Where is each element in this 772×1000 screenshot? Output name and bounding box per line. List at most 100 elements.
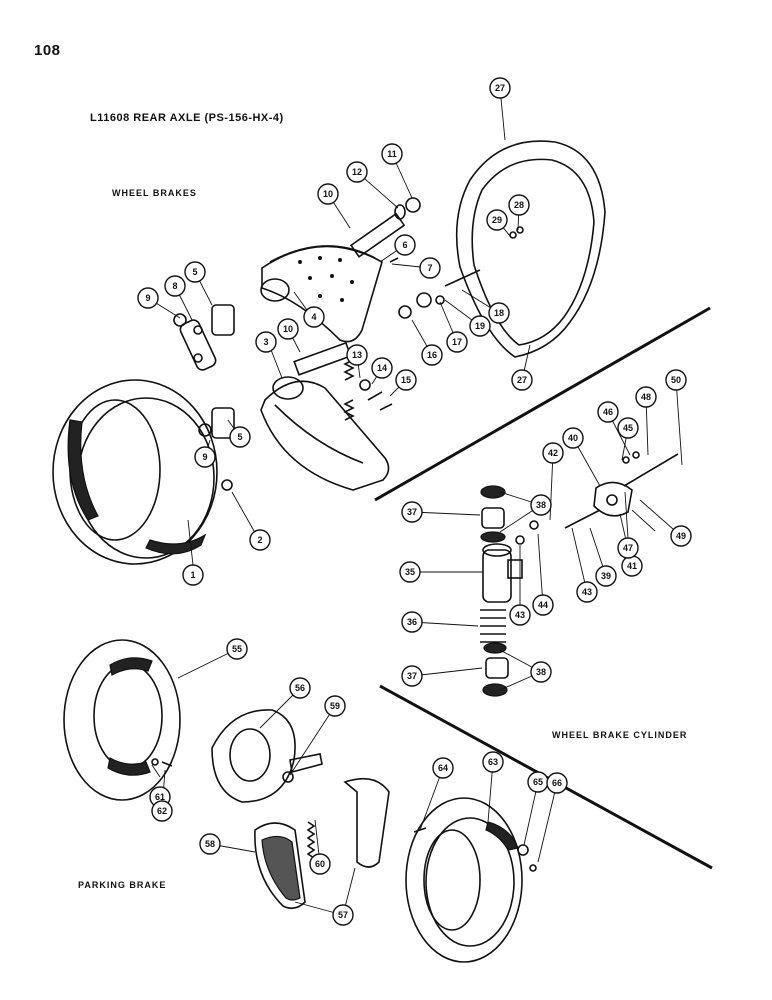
callout-14: 14 bbox=[371, 357, 393, 379]
small-hardware-parts bbox=[151, 197, 640, 872]
camshaft-lower-part bbox=[293, 341, 352, 376]
callout-43b: 43 bbox=[576, 581, 598, 603]
callout-47: 47 bbox=[617, 537, 639, 559]
callout-12: 12 bbox=[346, 161, 368, 183]
callout-29: 29 bbox=[486, 209, 508, 231]
svg-text:28: 28 bbox=[514, 200, 524, 210]
callout-19: 19 bbox=[469, 315, 491, 337]
callout-27b: 27 bbox=[511, 369, 533, 391]
svg-text:17: 17 bbox=[452, 337, 462, 347]
callout-13: 13 bbox=[346, 344, 368, 366]
svg-text:55: 55 bbox=[232, 644, 242, 654]
callout-2: 2 bbox=[249, 529, 271, 551]
anchor-pin-bracket-part bbox=[179, 319, 217, 371]
svg-text:62: 62 bbox=[157, 806, 167, 816]
svg-text:39: 39 bbox=[601, 571, 611, 581]
cylinder-housing-part bbox=[482, 543, 523, 603]
callout-42: 42 bbox=[542, 442, 564, 464]
svg-text:4: 4 bbox=[311, 312, 316, 322]
section-label-wheel-brakes: WHEEL BRAKES bbox=[112, 188, 197, 198]
svg-text:65: 65 bbox=[533, 777, 543, 787]
callout-48: 48 bbox=[635, 386, 657, 408]
svg-text:58: 58 bbox=[205, 839, 215, 849]
callout-37b: 37 bbox=[401, 665, 423, 687]
callout-59: 59 bbox=[324, 695, 346, 717]
svg-text:27: 27 bbox=[517, 375, 527, 385]
svg-text:59: 59 bbox=[330, 701, 340, 711]
parking-drum-part bbox=[405, 797, 523, 963]
callout-43a: 43 bbox=[509, 604, 531, 626]
callout-4: 4 bbox=[303, 306, 325, 328]
callout-50: 50 bbox=[665, 369, 687, 391]
callout-11: 11 bbox=[381, 143, 403, 165]
cylinder-flange-part bbox=[593, 481, 633, 517]
callout-6: 6 bbox=[394, 234, 416, 256]
svg-text:2: 2 bbox=[257, 535, 262, 545]
svg-text:47: 47 bbox=[623, 543, 633, 553]
svg-text:5: 5 bbox=[237, 432, 242, 442]
callout-5b: 5 bbox=[229, 426, 251, 448]
brake-drum-part bbox=[52, 379, 218, 565]
svg-text:43: 43 bbox=[515, 610, 525, 620]
svg-text:8: 8 bbox=[172, 281, 177, 291]
callout-7: 7 bbox=[419, 257, 441, 279]
callout-9b: 9 bbox=[194, 446, 216, 468]
callout-57: 57 bbox=[332, 904, 354, 926]
callout-38a: 38 bbox=[530, 494, 552, 516]
parking-shoe-left-part bbox=[254, 822, 306, 910]
bushing-upper-part bbox=[211, 304, 235, 336]
callout-35: 35 bbox=[399, 561, 421, 583]
parking-lever-plate-part bbox=[211, 709, 323, 803]
callout-10b: 10 bbox=[277, 318, 299, 340]
svg-text:61: 61 bbox=[155, 792, 165, 802]
svg-text:13: 13 bbox=[352, 350, 362, 360]
callout-44: 44 bbox=[532, 594, 554, 616]
svg-text:44: 44 bbox=[538, 600, 548, 610]
callout-15: 15 bbox=[395, 369, 417, 391]
bushing-lower-part bbox=[211, 407, 235, 439]
svg-text:9: 9 bbox=[202, 452, 207, 462]
brake-shoe-lower-part bbox=[260, 376, 390, 491]
svg-text:56: 56 bbox=[295, 683, 305, 693]
brake-shoe-upper-part bbox=[260, 245, 383, 343]
callout-1: 1 bbox=[182, 564, 204, 586]
page-number: 108 bbox=[34, 42, 61, 59]
backing-plate-part bbox=[455, 140, 606, 358]
svg-text:37: 37 bbox=[407, 671, 417, 681]
callout-18: 18 bbox=[488, 302, 510, 324]
parking-backing-plate-part bbox=[63, 639, 181, 801]
svg-text:45: 45 bbox=[623, 423, 633, 433]
callout-66: 66 bbox=[546, 772, 568, 794]
svg-text:12: 12 bbox=[352, 167, 362, 177]
cylinder-pushrod-part bbox=[564, 453, 679, 529]
svg-text:14: 14 bbox=[377, 363, 387, 373]
callout-46: 46 bbox=[597, 401, 619, 423]
svg-text:43: 43 bbox=[582, 587, 592, 597]
callout-65: 65 bbox=[527, 771, 549, 793]
callout-49: 49 bbox=[670, 525, 692, 547]
svg-text:60: 60 bbox=[315, 859, 325, 869]
svg-text:35: 35 bbox=[405, 567, 415, 577]
callout-38b: 38 bbox=[530, 661, 552, 683]
svg-text:37: 37 bbox=[407, 507, 417, 517]
svg-text:3: 3 bbox=[263, 337, 268, 347]
callout-45: 45 bbox=[617, 417, 639, 439]
callout-16: 16 bbox=[421, 344, 443, 366]
svg-text:63: 63 bbox=[488, 757, 498, 767]
svg-text:6: 6 bbox=[402, 240, 407, 250]
callout-56: 56 bbox=[289, 677, 311, 699]
svg-text:66: 66 bbox=[552, 778, 562, 788]
svg-text:64: 64 bbox=[438, 763, 448, 773]
callout-8: 8 bbox=[164, 275, 186, 297]
callout-3: 3 bbox=[255, 331, 277, 353]
svg-text:18: 18 bbox=[494, 308, 504, 318]
svg-text:46: 46 bbox=[603, 407, 613, 417]
svg-text:9: 9 bbox=[145, 293, 150, 303]
svg-text:38: 38 bbox=[536, 500, 546, 510]
svg-text:57: 57 bbox=[338, 910, 348, 920]
section-label-wheel-brake-cylinder: WHEEL BRAKE CYLINDER bbox=[552, 730, 688, 740]
svg-text:19: 19 bbox=[475, 321, 485, 331]
svg-text:10: 10 bbox=[323, 189, 333, 199]
